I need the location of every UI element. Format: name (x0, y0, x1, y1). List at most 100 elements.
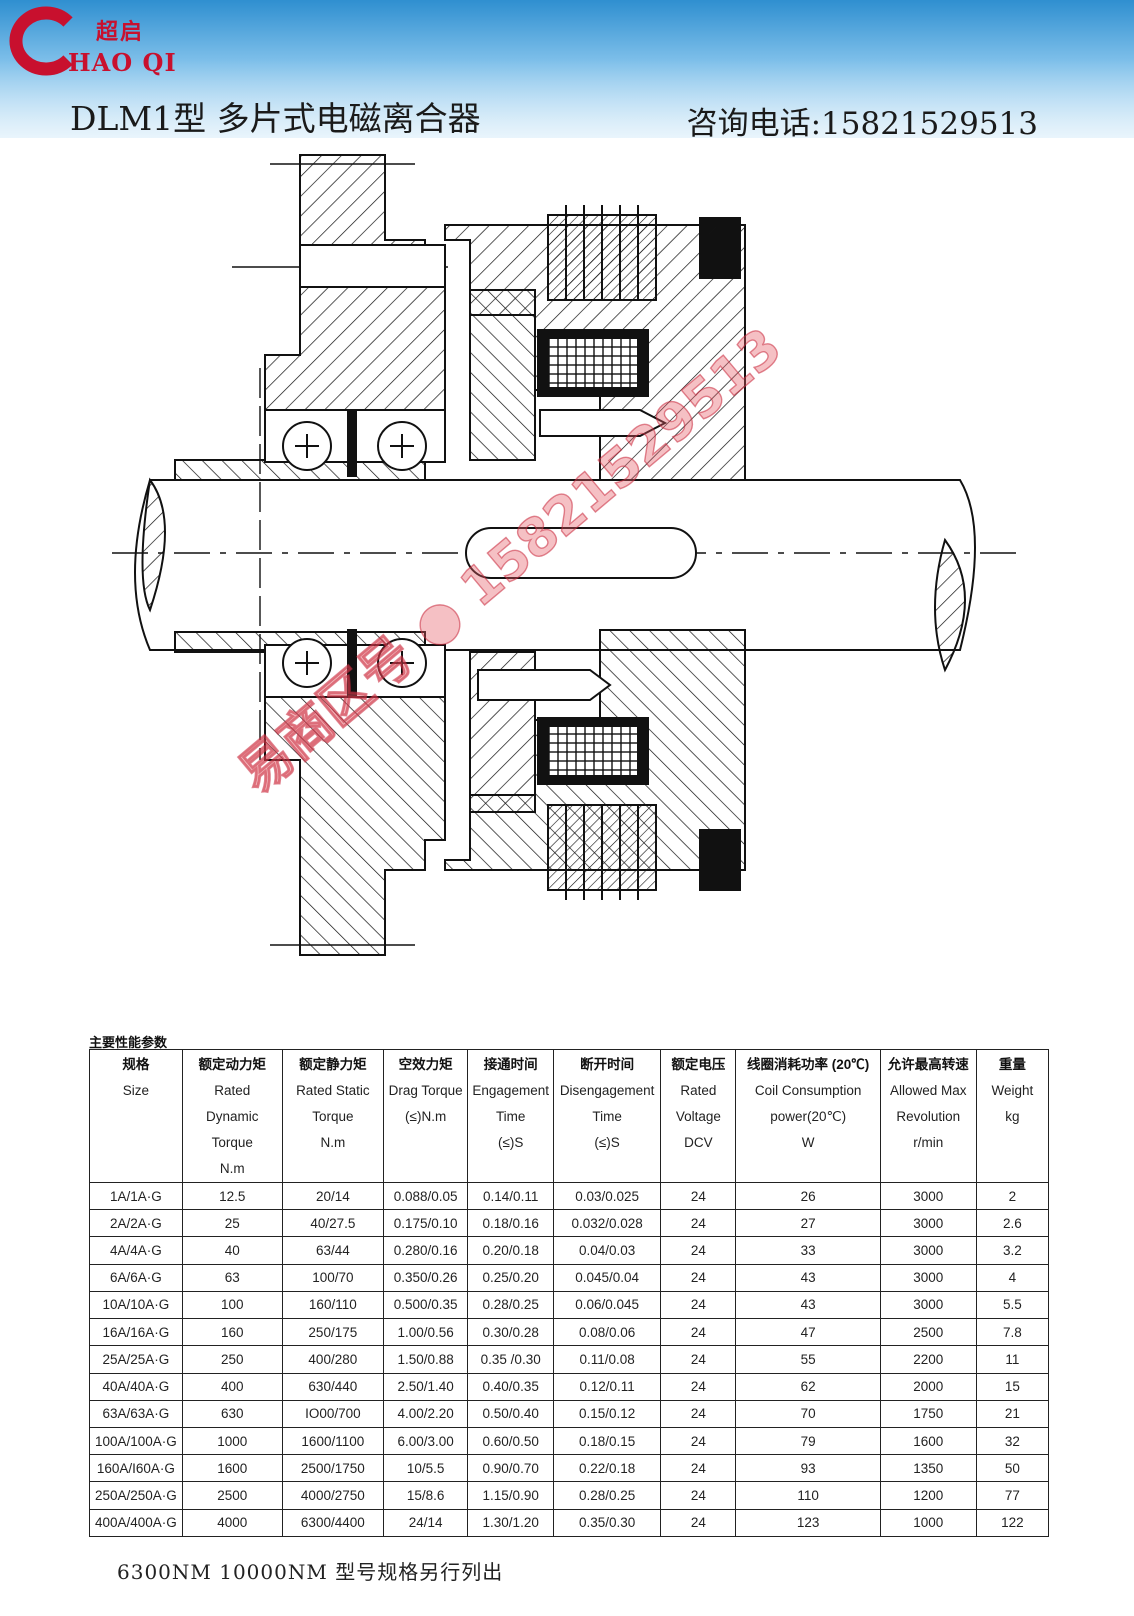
table-cell: 0.15/0.12 (552, 1399, 662, 1428)
table-cell: 4000/2750 (281, 1481, 384, 1510)
table-cell: 0.280/0.16 (382, 1236, 469, 1265)
table-cell: 2500 (879, 1318, 977, 1347)
column-header-en: W (801, 1135, 815, 1150)
column-header-en: Rated Static (296, 1083, 370, 1098)
table-cell: 630/440 (281, 1372, 384, 1401)
table-cell: 79 (735, 1426, 881, 1456)
table-cell: 32 (975, 1426, 1050, 1456)
footnote: 6300NM 10000NM 型号规格另行列出 (117, 1560, 504, 1584)
table-cell: 12.5 (181, 1181, 283, 1211)
column-header-en: power(20℃) (770, 1109, 847, 1124)
table-cell: 1350 (879, 1454, 977, 1483)
table-cell: 0.20/0.18 (467, 1236, 554, 1265)
table-cell: 1.50/0.88 (382, 1345, 469, 1374)
table-cell: 21 (975, 1399, 1050, 1428)
table-cell: 27 (735, 1209, 881, 1238)
table-cell: 24 (660, 1399, 737, 1428)
table-cell: 24 (660, 1508, 737, 1538)
table-cell: 0.30/0.28 (467, 1318, 554, 1347)
table-cell: 25 (181, 1209, 283, 1238)
table-cell: 250A/250A·G (89, 1481, 183, 1510)
table-cell: 100 (181, 1290, 283, 1320)
table-cell: 4A/4A·G (89, 1236, 183, 1265)
table-cell: 20/14 (281, 1181, 384, 1211)
column-header-en: Rated (680, 1083, 717, 1098)
table-cell: 2A/2A·G (89, 1209, 183, 1238)
column-header-cn: 额定电压 (671, 1057, 726, 1072)
table-cell: 0.06/0.045 (552, 1290, 662, 1320)
column-header-cn: 规格 (122, 1057, 150, 1072)
column-header-en: Voltage (675, 1109, 721, 1124)
table-cell: 77 (975, 1481, 1050, 1510)
column-header-en: DCV (684, 1135, 713, 1150)
column-header-en: Coil Consumption (754, 1083, 862, 1098)
table-cell: 3000 (879, 1209, 977, 1238)
table-cell: 55 (735, 1345, 881, 1374)
column-header-en: Disengagement (559, 1083, 655, 1098)
table-cell: IO00/700 (281, 1399, 384, 1428)
table-cell: 63/44 (281, 1236, 384, 1265)
table-cell: 0.350/0.26 (382, 1263, 469, 1292)
column-header-en: kg (1005, 1109, 1020, 1124)
table-cell: 2 (975, 1181, 1050, 1211)
clutch-cross-section-drawing: 易商区号 ● 15821529513 (112, 154, 1020, 956)
table-cell: 24 (660, 1290, 737, 1320)
column-header-en: Torque (312, 1109, 354, 1124)
header-banner: 超启 HAO QI DLM1型 多片式电磁离合器 咨询电话:1582152951… (0, 0, 1134, 142)
table-cell: 1000 (879, 1508, 977, 1538)
table-cell: 630 (181, 1399, 283, 1428)
column-header-en: r/min (913, 1135, 944, 1150)
table-cell: 1750 (879, 1399, 977, 1428)
column-header-en: Time (495, 1109, 526, 1124)
table-cell: 33 (735, 1236, 881, 1265)
column-header-en: N.m (219, 1161, 245, 1176)
column-header-cn: 允许最高转速 (887, 1057, 969, 1072)
table-cell: 7.8 (975, 1318, 1050, 1347)
table-cell: 63 (181, 1263, 283, 1292)
table-cell: 10/5.5 (382, 1454, 469, 1483)
table-cell: 0.90/0.70 (467, 1454, 554, 1483)
table-cell: 63A/63A·G (89, 1399, 183, 1428)
table-cell: 0.12/0.11 (552, 1372, 662, 1401)
table-cell: 47 (735, 1318, 881, 1347)
table-cell: 0.22/0.18 (552, 1454, 662, 1483)
table-cell: 400/280 (281, 1345, 384, 1374)
column-header-7: 线圈消耗功率 (20℃) Coil Consumption power(20℃) W (735, 1049, 881, 1183)
table-cell: 15/8.6 (382, 1481, 469, 1510)
table-cell: 0.08/0.06 (552, 1318, 662, 1347)
table-cell: 1600/1100 (281, 1426, 384, 1456)
table-cell: 250 (181, 1345, 283, 1374)
table-cell: 26 (735, 1181, 881, 1211)
table-cell: 0.03/0.025 (552, 1181, 662, 1211)
column-header-en: Torque (211, 1135, 253, 1150)
table-cell: 5.5 (975, 1290, 1050, 1320)
table-cell: 62 (735, 1372, 881, 1401)
table-cell: 24 (660, 1345, 737, 1374)
table-cell: 0.11/0.08 (552, 1345, 662, 1374)
table-cell: 0.032/0.028 (552, 1209, 662, 1238)
table-cell: 160 (181, 1318, 283, 1347)
table-cell: 24 (660, 1426, 737, 1456)
table-cell: 16A/16A·G (89, 1318, 183, 1347)
table-cell: 24 (660, 1481, 737, 1510)
table-cell: 1.30/1.20 (467, 1508, 554, 1538)
table-cell: 110 (735, 1481, 881, 1510)
column-header-cn: 线圈消耗功率 (20℃) (747, 1057, 870, 1072)
banner-glow (0, 60, 1134, 138)
table-cell: 43 (735, 1290, 881, 1320)
table-cell: 0.14/0.11 (467, 1181, 554, 1211)
table-cell: 3000 (879, 1263, 977, 1292)
table-cell: 2500/1750 (281, 1454, 384, 1483)
